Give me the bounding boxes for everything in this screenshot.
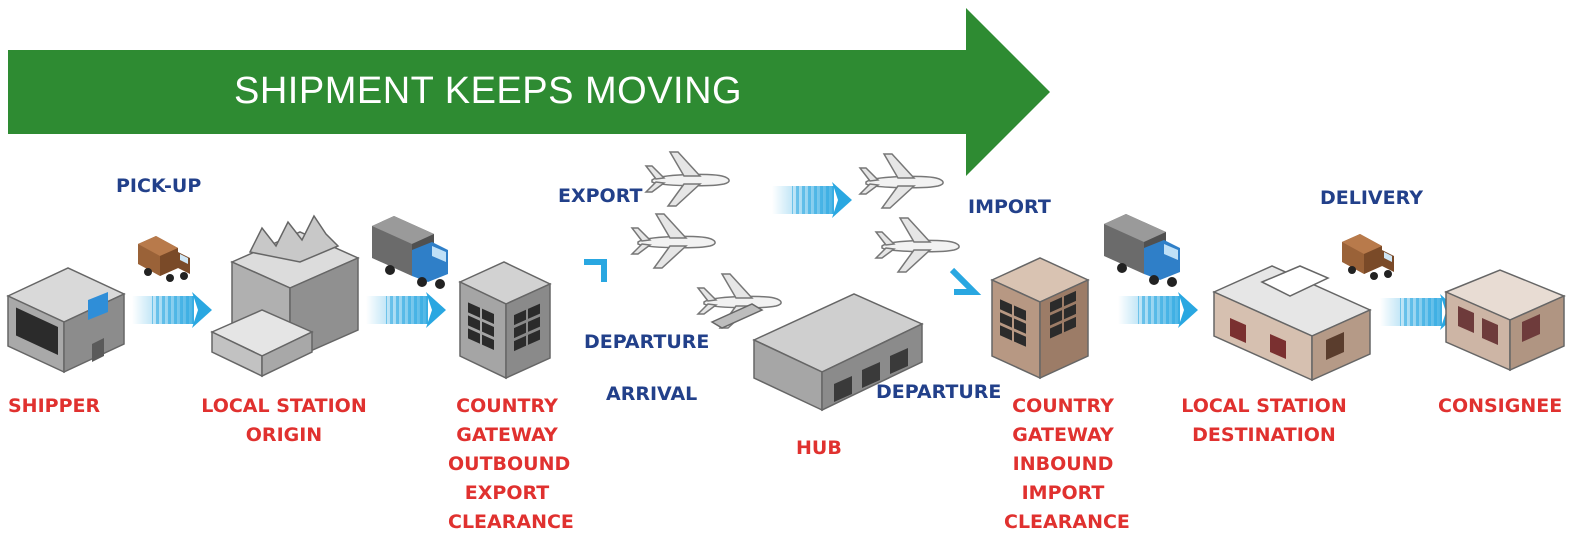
flow-arrow-icon bbox=[366, 292, 446, 328]
stage-label-line: CLEARANCE bbox=[1004, 511, 1130, 533]
flow-arrow-icon bbox=[132, 292, 212, 328]
step-label-import: IMPORT bbox=[968, 196, 1051, 218]
banner-title: SHIPMENT KEEPS MOVING bbox=[234, 70, 743, 112]
turn-arrow-icon bbox=[949, 267, 982, 295]
shipper-building-icon bbox=[6, 267, 126, 374]
step-label-arrival: ARRIVAL bbox=[606, 383, 698, 405]
stage-label-consignee: CONSIGNEE bbox=[1438, 395, 1563, 417]
banner-arrow bbox=[8, 8, 1050, 176]
van-icon bbox=[138, 236, 190, 282]
stage-label-line: LOCAL STATION bbox=[201, 395, 367, 417]
truck-icon bbox=[1104, 214, 1180, 287]
step-label-departure-1: DEPARTURE bbox=[584, 331, 710, 353]
stage-label-local-destination: LOCAL STATION DESTINATION bbox=[1176, 392, 1352, 450]
stage-label-line: IMPORT bbox=[1021, 482, 1105, 504]
stage-label-line: OUTBOUND bbox=[448, 453, 571, 475]
stage-label-line: GATEWAY bbox=[456, 424, 558, 446]
stage-label-line: CLEARANCE bbox=[448, 511, 574, 533]
airplane-icon bbox=[859, 153, 944, 209]
step-label-delivery: DELIVERY bbox=[1320, 187, 1423, 209]
stage-label-line: GATEWAY bbox=[1012, 424, 1114, 446]
van-icon bbox=[1342, 234, 1394, 280]
stage-label-line: LOCAL STATION bbox=[1181, 395, 1347, 417]
stage-label-gateway-outbound: COUNTRY GATEWAY OUTBOUND EXPORT CLEARANC… bbox=[448, 392, 574, 537]
gateway-outbound-building-icon bbox=[458, 261, 552, 380]
flow-arrow-icon bbox=[772, 182, 852, 218]
step-label-export: EXPORT bbox=[558, 185, 643, 207]
stage-label-line: COUNTRY bbox=[456, 395, 558, 417]
stage-label-gateway-inbound: COUNTRY GATEWAY INBOUND IMPORT CLEARANCE bbox=[1004, 392, 1130, 537]
airplane-icon bbox=[645, 151, 730, 207]
hub-icon bbox=[710, 293, 924, 412]
stage-label-local-origin: LOCAL STATION ORIGIN bbox=[196, 392, 372, 450]
stage-label-line: INBOUND bbox=[1012, 453, 1114, 475]
step-label-pickup: PICK-UP bbox=[116, 175, 202, 197]
airplane-icon bbox=[631, 213, 716, 269]
warehouse-icon bbox=[210, 214, 360, 378]
destination-building-icon bbox=[1212, 265, 1372, 382]
step-label-departure-2: DEPARTURE bbox=[876, 381, 1002, 403]
stage-label-line: ORIGIN bbox=[245, 424, 323, 446]
gateway-inbound-building-icon bbox=[990, 257, 1090, 380]
flow-arrow-icon bbox=[1118, 292, 1198, 328]
truck-icon bbox=[372, 216, 448, 289]
stage-label-shipper: SHIPPER bbox=[8, 395, 101, 417]
airplane-icon bbox=[875, 217, 960, 273]
stage-label-line: EXPORT bbox=[464, 482, 550, 504]
turn-arrow-icon bbox=[584, 259, 607, 282]
stage-label-line: DESTINATION bbox=[1192, 424, 1336, 446]
consignee-building-icon bbox=[1444, 269, 1566, 372]
stage-label-line: COUNTRY bbox=[1012, 395, 1114, 417]
stage-label-hub: HUB bbox=[796, 437, 842, 459]
